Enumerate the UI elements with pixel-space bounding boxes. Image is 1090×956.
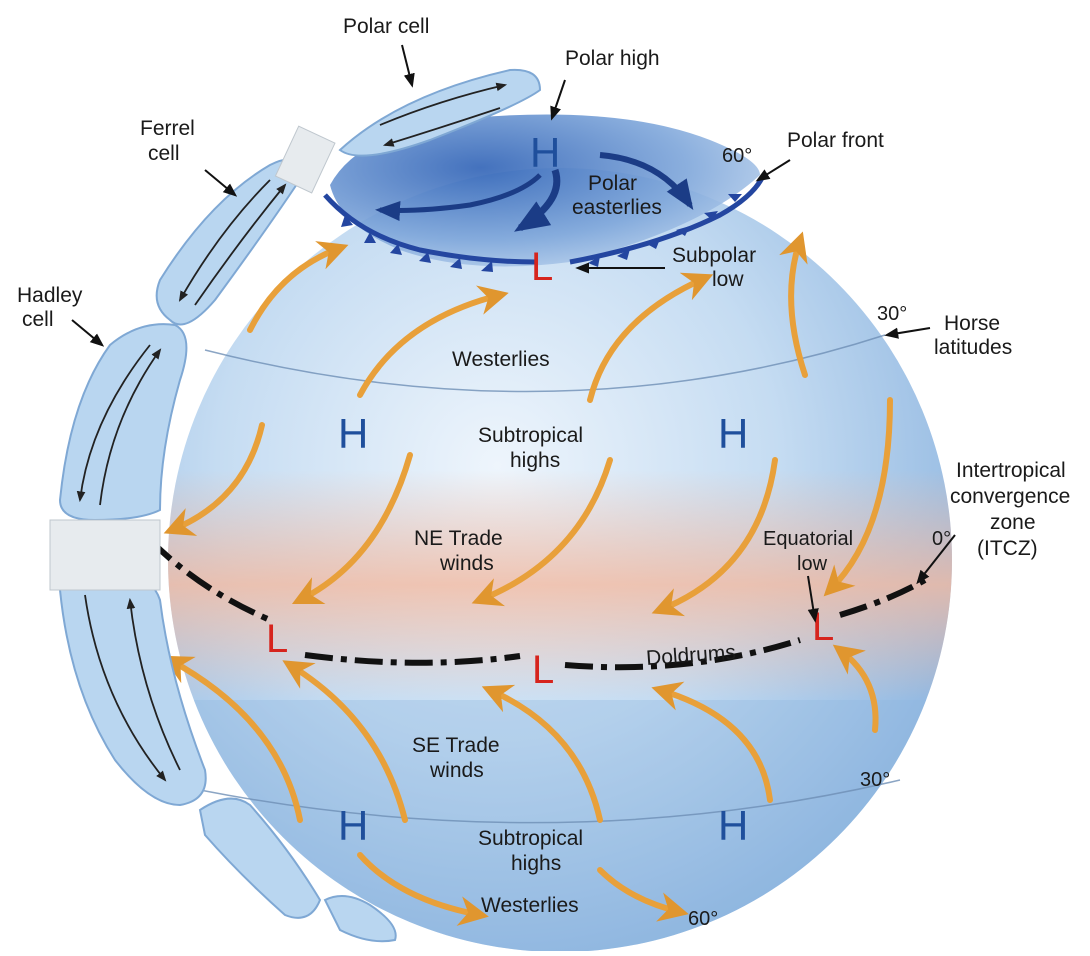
zero-degree-label: 0°	[932, 528, 951, 550]
sixty-degree-bottom-label: 60°	[688, 908, 718, 930]
ferrel-label-line2: cell	[148, 142, 180, 165]
hadley-cell-north-shape	[60, 324, 186, 520]
subtropical-high-north-west: H	[338, 410, 368, 457]
thirty-degree-bottom-label: 30°	[860, 769, 890, 791]
equatorial-low-center: L	[532, 648, 554, 692]
subtropical-high-north-east: H	[718, 410, 748, 457]
itcz-label-line1: Intertropical	[956, 459, 1066, 482]
westerlies-north-label: Westerlies	[452, 348, 550, 371]
subpolar-low-mark: L	[531, 245, 553, 289]
polar-easterlies-label-line1: Polar	[588, 172, 637, 195]
equatorial-low-label-line1: Equatorial	[763, 528, 853, 550]
equatorial-low-label-line2: low	[797, 553, 828, 575]
polar-cell-label: Polar cell	[343, 15, 429, 38]
sixty-degree-top-label: 60°	[722, 145, 752, 167]
equatorial-low-west: L	[266, 617, 288, 661]
ne-trade-label-line2: winds	[439, 552, 494, 575]
thirty-degree-top-label: 30°	[877, 303, 907, 325]
itcz-label-line2: convergence	[950, 485, 1070, 508]
subtropical-south-label-line1: Subtropical	[478, 827, 583, 850]
polar-high-mark: H	[530, 129, 560, 176]
subtropical-north-label-line1: Subtropical	[478, 424, 583, 447]
equatorial-low-east: L	[812, 605, 834, 649]
subtropical-north-label-line2: highs	[510, 449, 560, 472]
se-trade-label-line2: winds	[429, 759, 484, 782]
subtropical-high-south-east: H	[718, 802, 748, 849]
polar-front-label: Polar front	[787, 129, 884, 152]
itcz-label-line4: (ITCZ)	[977, 537, 1038, 560]
ferrel-label-line1: Ferrel	[140, 117, 195, 140]
hadley-label-line1: Hadley	[17, 284, 83, 307]
hadley-label-line2: cell	[22, 308, 54, 331]
horse-latitudes-label-line2: latitudes	[934, 336, 1012, 359]
westerlies-south-label: Westerlies	[481, 894, 579, 917]
subpolar-low-label-line2: low	[712, 268, 744, 291]
se-trade-label-line1: SE Trade	[412, 734, 500, 757]
itcz-label-line3: zone	[990, 511, 1036, 534]
subpolar-low-label-line1: Subpolar	[672, 244, 756, 267]
ne-trade-label-line1: NE Trade	[414, 527, 503, 550]
polar-easterlies-label-line2: easterlies	[572, 196, 662, 219]
polar-high-label: Polar high	[565, 47, 660, 70]
subtropical-south-label-line2: highs	[511, 852, 561, 875]
subtropical-high-south-west: H	[338, 802, 368, 849]
horse-latitudes-label-line1: Horse	[944, 312, 1000, 335]
